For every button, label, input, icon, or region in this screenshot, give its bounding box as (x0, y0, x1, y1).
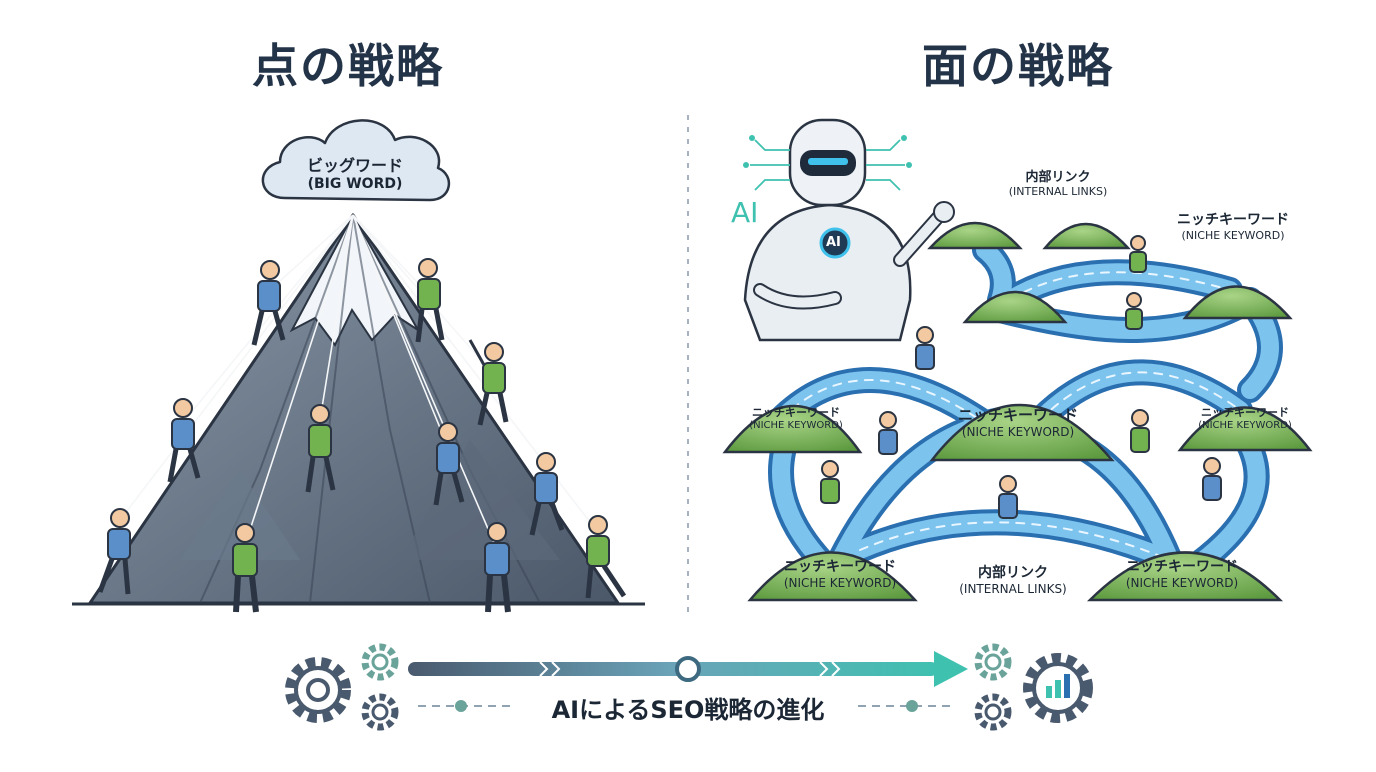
walker-figure (1129, 235, 1147, 273)
climber-figure (468, 339, 509, 426)
niche-keyword-label-bottom-right: ニッチキーワード (NICHE KEYWORD) (1125, 559, 1239, 590)
walker-figure (1130, 409, 1150, 453)
walker-figure (1125, 292, 1143, 330)
niche-keyword-label-bottom-left: ニッチキーワード (NICHE KEYWORD) (783, 559, 897, 590)
climber-figure (167, 398, 201, 483)
climber-figure (415, 258, 445, 343)
ai-robot (743, 118, 955, 342)
niche-keyword-label-right: ニッチキーワード (NICHE KEYWORD) (1198, 406, 1292, 431)
climber-figure (97, 508, 131, 595)
cloud-label: ビッグワード (BIG WORD) (306, 156, 403, 192)
ai-label: AI (731, 196, 759, 229)
gear-icon (361, 643, 399, 681)
climber-figure (305, 404, 336, 493)
niche-keyword-label-left: ニッチキーワード (NICHE KEYWORD) (749, 406, 843, 431)
walker-figure (878, 411, 898, 455)
gear-icon (974, 693, 1012, 731)
left-title: 点の戦略 (252, 39, 444, 93)
internal-links-label-top: 内部リンク (INTERNAL LINKS) (1008, 170, 1108, 198)
gear-icon (974, 643, 1012, 681)
climber-figure (232, 523, 259, 613)
right-title: 面の戦略 (922, 39, 1114, 93)
climber-figure (251, 260, 286, 346)
niche-keyword-label-top: ニッチキーワード (NICHE KEYWORD) (1177, 212, 1289, 242)
walker-figure (998, 475, 1018, 519)
niche-keyword-label-center: ニッチキーワード (NICHE KEYWORD) (957, 406, 1078, 439)
climber-figure (529, 452, 565, 536)
dot-icon (455, 700, 467, 712)
footer-caption: AIによるSEO戦略の進化 (551, 696, 825, 724)
dot-icon (906, 700, 918, 712)
evolution-arrow (408, 651, 968, 687)
mountain (88, 212, 620, 605)
walker-figure (1202, 457, 1222, 501)
climber-figure (484, 522, 511, 613)
ropes (119, 214, 601, 546)
gear-icon (361, 693, 399, 731)
walker-figure (915, 326, 935, 370)
climber-figure (433, 422, 465, 506)
walker-figure (820, 460, 840, 504)
internal-links-label-bottom: 内部リンク (INTERNAL LINKS) (959, 565, 1067, 596)
cloud-icon (261, 119, 451, 202)
hills (722, 221, 1313, 602)
climber-figure (585, 515, 627, 599)
gear-icon (285, 657, 351, 723)
chart-gear-icon (1023, 653, 1093, 723)
robot-chest-label: AI (826, 235, 841, 250)
